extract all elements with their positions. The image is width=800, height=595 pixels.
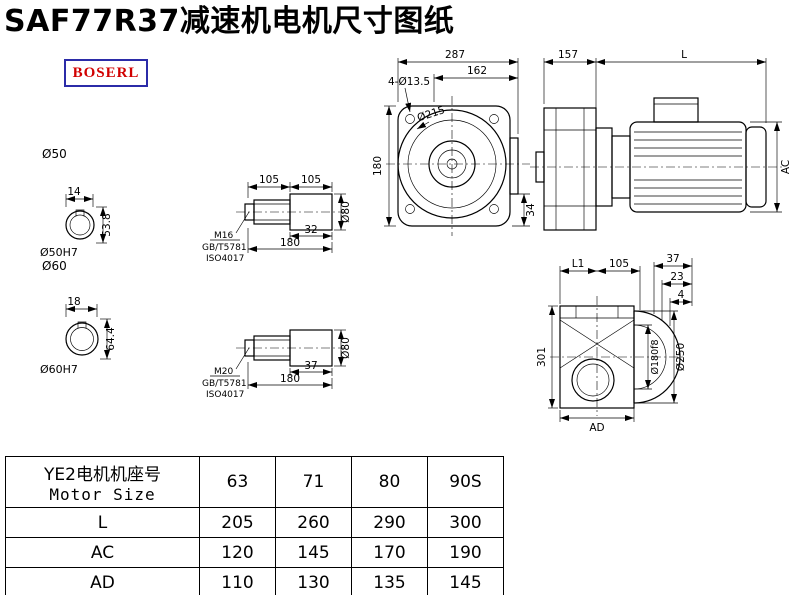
- header-motor-size: YE2电机机座号 Motor Size: [5, 456, 200, 508]
- gearbox-side-view: 157 L AC: [530, 49, 792, 231]
- label-m20: M20: [214, 367, 233, 377]
- value-L-80: 290: [351, 507, 428, 538]
- dim-d80-a: Ø80: [340, 201, 352, 223]
- table-row-AC: AC 120 145 170 190: [5, 537, 504, 568]
- value-AC-80: 170: [351, 537, 428, 568]
- value-AD-80: 135: [351, 567, 428, 595]
- dim-180-front: 180: [372, 156, 384, 176]
- row-label-L: L: [5, 507, 200, 538]
- label-gb5781-b: GB/T5781: [202, 379, 247, 389]
- value-L-90s: 300: [427, 507, 504, 538]
- page-title: SAF77R37减速机电机尺寸图纸: [4, 4, 455, 39]
- dim-d180: Ø180f8: [650, 340, 661, 375]
- dim-4-holes: 4-Ø13.5: [388, 76, 430, 88]
- header-motor-size-en: Motor Size: [49, 485, 156, 504]
- shaft-section-m16-geometry: [236, 193, 346, 231]
- dim-105-right: 105: [301, 174, 321, 186]
- dim-18: 18: [67, 296, 80, 308]
- label-d60h7: Ø60H7: [40, 363, 78, 376]
- row-label-AC: AC: [5, 537, 200, 568]
- size-col-90s: 90S: [427, 456, 504, 508]
- label-d50h7: Ø50H7: [40, 246, 78, 259]
- label-iso4017-b: ISO4017: [206, 390, 244, 400]
- shaft-end-view-50: Ø50 14 53.8 Ø50H7: [40, 147, 113, 259]
- dim-37-flange: 37: [666, 253, 679, 265]
- shaft-section-m20: 37 180 Ø80 M20 GB/T5781 ISO4017: [202, 329, 352, 400]
- value-AC-90s: 190: [427, 537, 504, 568]
- label-m16: M16: [214, 231, 233, 241]
- dim-L: L: [681, 49, 687, 61]
- shaft-end-view-60-dimensions: [65, 304, 111, 360]
- output-flange-view: L1 105 37 23 4 301 Ø180f8 Ø250 AD: [536, 253, 693, 434]
- dim-37-b: 37: [304, 360, 317, 372]
- shaft-section-m20-dimensions: [210, 329, 346, 389]
- dim-d80-b: Ø80: [340, 337, 352, 359]
- dim-64-4: 64.4: [105, 327, 117, 351]
- dim-d250: Ø250: [675, 343, 687, 371]
- value-AD-71: 130: [275, 567, 352, 595]
- gearbox-side-view-dimensions: [543, 58, 782, 213]
- dim-4: 4: [678, 289, 685, 301]
- gearbox-front-view-dimensions: [384, 58, 530, 227]
- shaft-end-view-60: Ø60 18 64.4 Ø60H7: [40, 259, 117, 376]
- dim-287: 287: [445, 49, 465, 61]
- value-AD-90s: 145: [427, 567, 504, 595]
- dim-32: 32: [304, 224, 317, 236]
- boserl-logo: BOSERL: [64, 59, 148, 87]
- dim-180-b: 180: [280, 373, 300, 385]
- size-col-71: 71: [275, 456, 352, 508]
- table-header-row: YE2电机机座号 Motor Size 63 71 80 90S: [5, 456, 504, 508]
- gearbox-side-view-geometry: [530, 97, 782, 231]
- dim-AD: AD: [589, 422, 604, 434]
- shaft-end-view-60-geometry: [65, 321, 99, 356]
- logo-text: BOSERL: [72, 64, 140, 81]
- shaft-section-m16: 105 105 32 180 Ø80 M16 GB/T5781 ISO4017: [202, 174, 352, 264]
- motor-dimension-table: YE2电机机座号 Motor Size 63 71 80 90S L 205 2…: [5, 456, 504, 595]
- label-d60: Ø60: [42, 259, 67, 273]
- output-flange-view-geometry: [550, 296, 686, 416]
- shaft-section-m16-dimensions: [210, 182, 346, 253]
- output-flange-view-dimensions: [548, 258, 693, 422]
- row-label-AD: AD: [5, 567, 200, 595]
- shaft-end-view-50-dimensions: [65, 194, 107, 244]
- label-d50: Ø50: [42, 147, 67, 161]
- dim-14: 14: [67, 186, 81, 198]
- value-L-71: 260: [275, 507, 352, 538]
- gearbox-front-view-geometry: [386, 96, 530, 236]
- label-gb5781-a: GB/T5781: [202, 243, 247, 253]
- shaft-end-view-50-geometry: [65, 209, 95, 240]
- dim-157: 157: [558, 49, 578, 61]
- dim-23: 23: [670, 271, 683, 283]
- shaft-section-m20-geometry: [236, 329, 346, 367]
- dim-53-8: 53.8: [101, 213, 113, 236]
- size-col-63: 63: [199, 456, 276, 508]
- dim-162: 162: [467, 65, 487, 77]
- dim-AC: AC: [780, 160, 792, 174]
- header-motor-size-cn: YE2电机机座号: [44, 465, 161, 485]
- value-L-63: 205: [199, 507, 276, 538]
- label-iso4017-a: ISO4017: [206, 254, 244, 264]
- dim-105-left: 105: [259, 174, 279, 186]
- table-row-L: L 205 260 290 300: [5, 507, 504, 538]
- value-AD-63: 110: [199, 567, 276, 595]
- dim-180-a: 180: [280, 237, 300, 249]
- value-AC-71: 145: [275, 537, 352, 568]
- technical-drawing: Ø50 14 53.8 Ø50H7 Ø60 18 64.4 Ø60: [40, 49, 792, 434]
- dim-34: 34: [525, 203, 537, 217]
- dim-301: 301: [536, 347, 548, 367]
- gearbox-front-view: 287 162 4-Ø13.5 Ø215 180 34: [372, 49, 537, 236]
- table-row-AD: AD 110 130 135 145: [5, 567, 504, 595]
- dim-105-flange: 105: [609, 258, 629, 270]
- value-AC-63: 120: [199, 537, 276, 568]
- size-col-80: 80: [351, 456, 428, 508]
- dim-L1: L1: [572, 258, 585, 270]
